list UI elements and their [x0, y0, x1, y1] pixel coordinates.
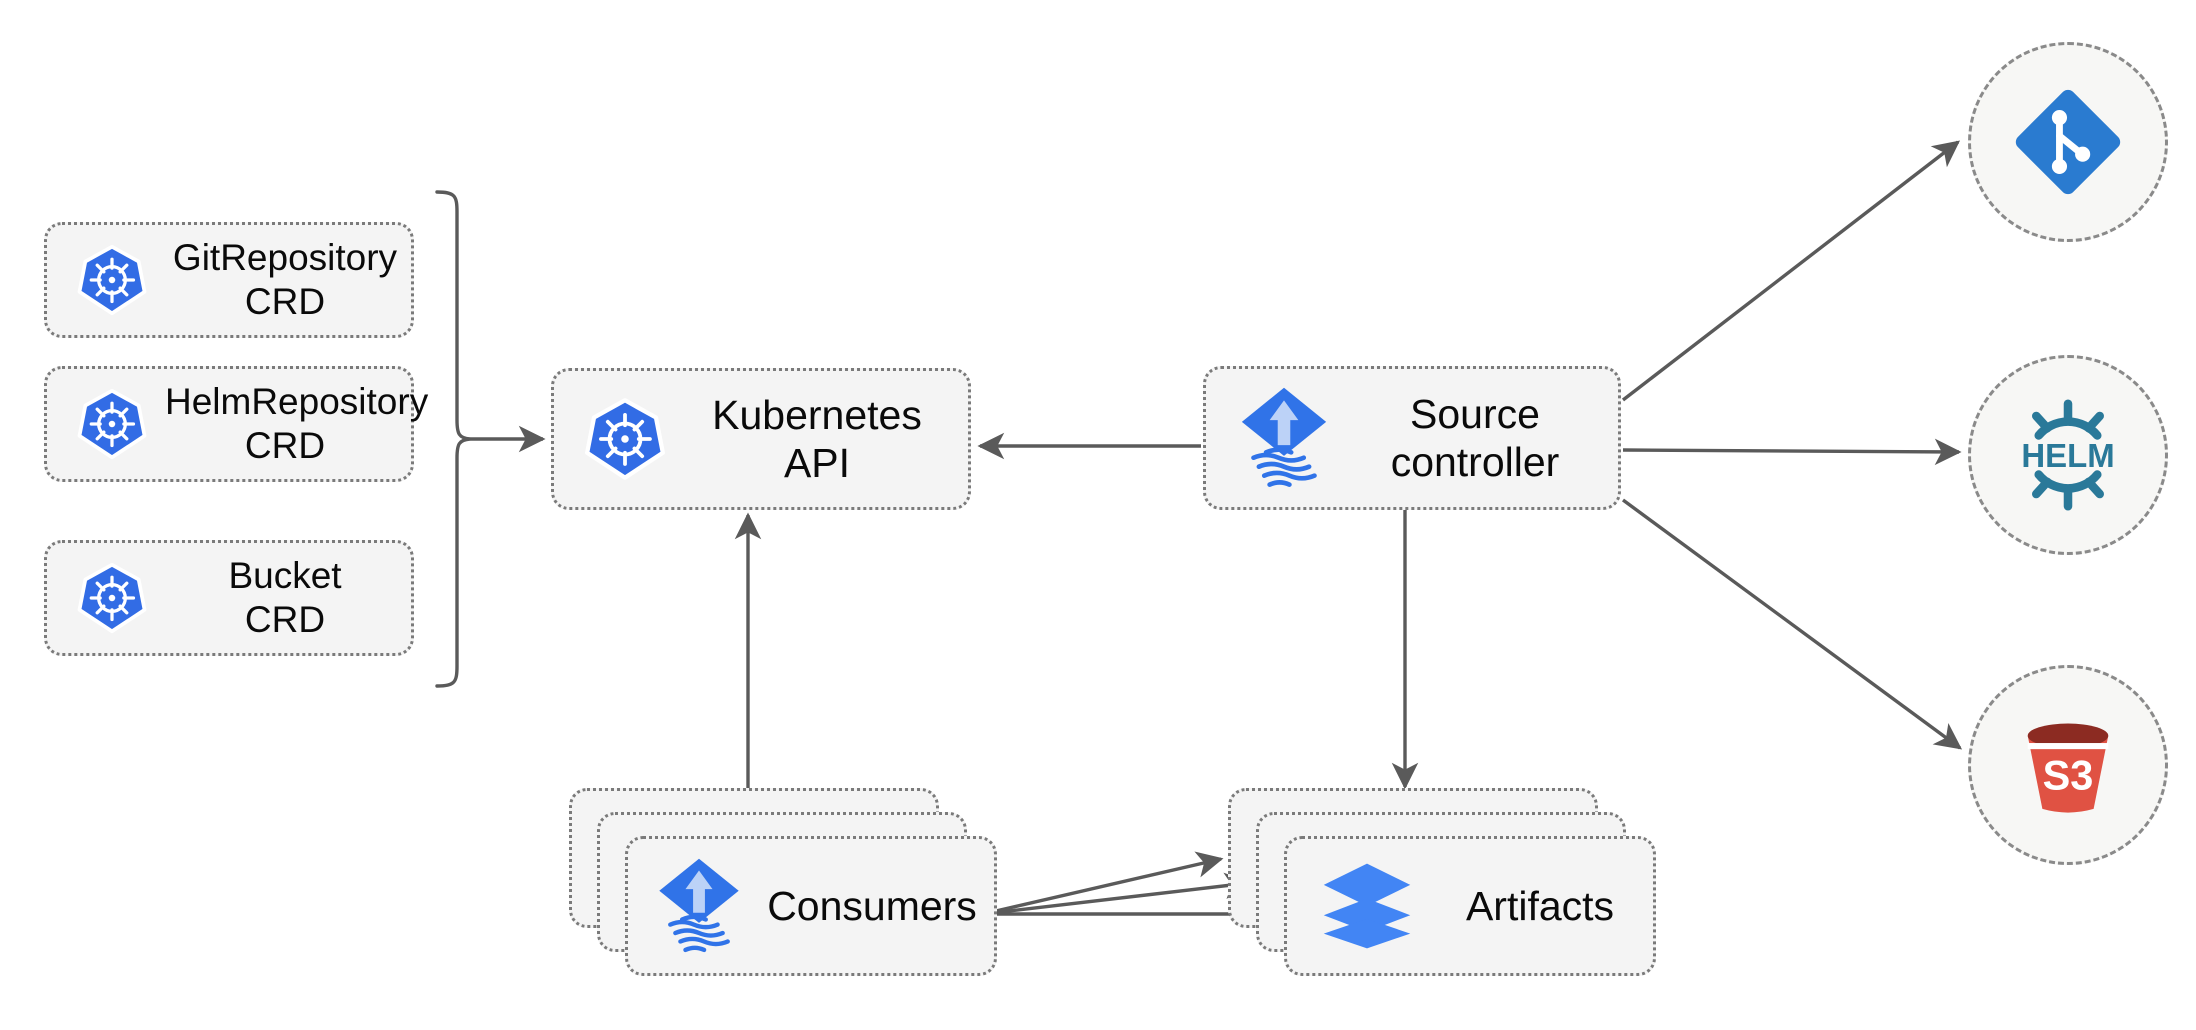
node-label: Consumers — [767, 882, 977, 929]
edge-source-controller-to-git — [1621, 140, 1961, 402]
node-label: Source controller — [1390, 390, 1560, 485]
consumers-sheet-front[interactable]: Consumers — [625, 836, 997, 976]
flux-icon — [1238, 386, 1330, 490]
flux-icon — [656, 857, 742, 955]
crd-box-bucket[interactable]: Bucket CRD — [44, 540, 414, 656]
s3-label: S3 — [2043, 751, 2094, 798]
external-node-s3[interactable]: S3 — [1968, 665, 2168, 865]
edge-source-controller-to-s3 — [1621, 498, 1963, 750]
kubernetes-icon — [75, 387, 149, 461]
edge-source-controller-to-helm — [1622, 438, 1962, 466]
crd-group-brace — [435, 190, 471, 688]
crd-label: GitRepository CRD — [172, 237, 398, 322]
kubernetes-icon — [582, 396, 668, 482]
node-kubernetes-api[interactable]: Kubernetes API — [551, 368, 971, 510]
crd-label: Bucket CRD — [228, 555, 342, 640]
s3-bucket-icon: S3 — [2007, 704, 2129, 826]
crd-label: HelmRepository CRD — [165, 381, 429, 466]
edge-consumers-to-artifacts-2 — [982, 872, 1252, 916]
external-node-helm[interactable]: HELM — [1968, 355, 2168, 555]
node-source-controller[interactable]: Source controller — [1203, 366, 1621, 510]
crd-box-helmrepository[interactable]: HelmRepository CRD — [44, 366, 429, 482]
node-label: Kubernetes API — [712, 391, 922, 486]
external-node-git[interactable] — [1968, 42, 2168, 242]
git-icon — [2007, 81, 2129, 203]
layers-icon — [1321, 860, 1413, 952]
kubernetes-icon — [75, 561, 149, 635]
artifacts-sheet-front[interactable]: Artifacts — [1284, 836, 1656, 976]
crd-box-gitrepository[interactable]: GitRepository CRD — [44, 222, 414, 338]
helm-label: HELM — [2021, 437, 2114, 474]
helm-icon: HELM — [2007, 394, 2129, 516]
node-label: Artifacts — [1465, 882, 1615, 929]
edge-consumers-to-artifacts-1 — [982, 851, 1224, 916]
kubernetes-icon — [75, 243, 149, 317]
